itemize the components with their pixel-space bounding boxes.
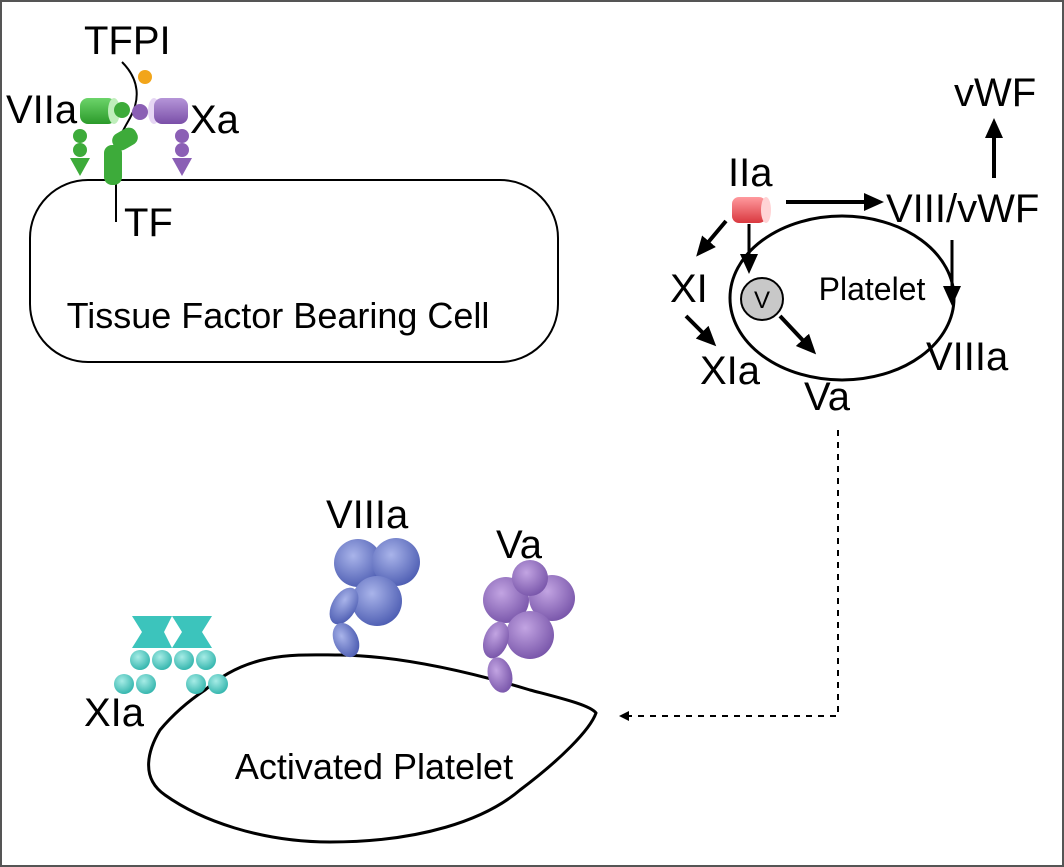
xi-label: XI [670, 267, 708, 311]
vwf-label: vWF [954, 71, 1036, 115]
dashed-connector-arrow [619, 430, 839, 721]
tissue-factor-cell [29, 179, 559, 363]
arrow-v-to-va [778, 314, 817, 355]
platelet-label: Platelet [819, 271, 926, 307]
viia-label: VIIa [6, 88, 78, 132]
xia-protein [114, 616, 228, 694]
tissue-factor-cell-group: Tissue Factor Bearing Cell TF TFPI VIIa [6, 19, 559, 363]
arrow-iia-to-xi [696, 219, 728, 257]
viiia-label: VIIIa [926, 335, 1009, 379]
va-protein [482, 560, 575, 693]
iia-label: IIa [728, 151, 773, 195]
platelet-group: Platelet IIa V VIII/vWF vWF XI XIa Va VI… [670, 71, 1039, 419]
factor-v-label: V [754, 287, 770, 314]
activated-xia-label: XIa [84, 691, 145, 735]
activated-va-label: Va [496, 523, 543, 567]
viiia-protein [329, 538, 420, 658]
va-label: Va [804, 375, 851, 419]
activated-viiia-label: VIIIa [326, 493, 409, 537]
xa-label: Xa [190, 98, 240, 142]
tfpi-head [138, 70, 152, 84]
arrow-xi-to-xia [684, 314, 717, 347]
activated-platelet-cell [147, 653, 598, 844]
xa-protein [132, 98, 192, 176]
viia-protein [70, 98, 138, 185]
factor-v-circle [740, 277, 784, 321]
xia-label: XIa [700, 349, 761, 393]
viii-vwf-label: VIII/vWF [886, 187, 1039, 231]
tfpi-label: TFPI [84, 19, 171, 63]
activated-platelet-label: Activated Platelet [235, 746, 513, 787]
tf-label: TF [124, 201, 173, 245]
activated-platelet-group: Activated Platelet XIa VIIIa [84, 493, 598, 844]
iia-protein [732, 197, 771, 223]
tissue-factor-cell-label: Tissue Factor Bearing Cell [67, 295, 490, 336]
